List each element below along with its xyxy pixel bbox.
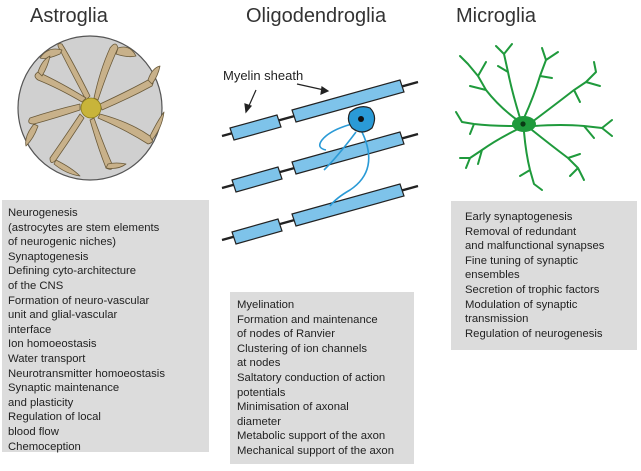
function-line: Chemoception	[8, 440, 81, 453]
function-line: of neurogenic niches)	[8, 236, 117, 249]
function-line: Myelination	[237, 299, 295, 311]
oligodendrocyte-illustration	[221, 79, 419, 245]
function-line: interface	[8, 323, 52, 336]
function-line: unit and glial-vascular	[8, 309, 118, 322]
function-line: Synaptogenesis	[8, 250, 89, 263]
function-line: Secretion of trophic factors	[465, 283, 600, 296]
function-line: Defining cyto-architecture	[8, 265, 137, 278]
function-line: Mechanical support of the axon	[237, 444, 394, 457]
function-line: Clustering of ion channels	[237, 342, 367, 355]
myelin-segment	[291, 131, 405, 175]
myelin-segment	[291, 79, 405, 123]
oligodendroglia-title: Oligodendroglia	[246, 5, 387, 27]
function-line: of the CNS	[8, 279, 64, 292]
microglia-illustration	[455, 43, 613, 191]
function-line: Neurotransmitter homoeostasis	[8, 367, 165, 380]
function-line: Regulation of local	[8, 411, 101, 424]
myelin-segment	[231, 166, 283, 193]
function-line: Formation and maintenance	[237, 313, 378, 326]
function-line: Metabolic support of the axon	[237, 430, 386, 443]
microglia-functions-box: Early synaptogenesis Removal of redundan…	[451, 201, 637, 350]
myelin-segment	[229, 114, 282, 141]
astroglia-functions-box: Neurogenesis (astrocytes are stem elemen…	[2, 200, 209, 453]
myelin-segment	[231, 218, 283, 245]
function-line: and malfunctional synapses	[465, 240, 605, 253]
astrocyte-nucleus	[80, 97, 102, 119]
function-line: Fine tuning of synaptic	[465, 254, 579, 267]
oligodendrocyte-nucleus	[358, 116, 364, 122]
function-line: Neurogenesis	[8, 207, 78, 219]
function-line: ensembles	[465, 269, 520, 282]
myelin-segment	[291, 183, 405, 227]
function-line: Removal of redundant	[465, 225, 577, 238]
astrocyte-illustration	[17, 35, 165, 181]
function-line: of nodes of Ranvier	[237, 328, 335, 341]
function-line: Synaptic maintenance	[8, 382, 120, 395]
function-line: Water transport	[8, 352, 86, 365]
function-line: blood flow	[8, 425, 59, 438]
function-line: Ion homoeostasis	[8, 338, 97, 351]
microglia-nucleus	[520, 121, 526, 127]
astroglia-title: Astroglia	[30, 5, 108, 27]
function-line: Modulation of synaptic	[465, 298, 578, 311]
myelin-sheath-label: Myelin sheath	[223, 68, 304, 83]
function-line: transmission	[465, 313, 529, 326]
function-line: diameter	[237, 415, 281, 428]
oligodendroglia-functions-box: Myelination Formation and maintenance of…	[230, 292, 414, 464]
function-line: (astrocytes are stem elements	[8, 221, 160, 234]
function-line: and plasticity	[8, 396, 74, 409]
function-line: potentials	[237, 386, 286, 399]
function-line: Formation of neuro-vascular	[8, 294, 150, 307]
microglia-title: Microglia	[456, 5, 537, 27]
function-line: Regulation of neurogenesis	[465, 327, 603, 340]
function-line: Saltatory conduction of action	[237, 371, 386, 384]
function-line: Early synaptogenesis	[465, 211, 573, 223]
function-line: at nodes	[237, 357, 281, 370]
function-line: Minimisation of axonal	[237, 401, 349, 414]
